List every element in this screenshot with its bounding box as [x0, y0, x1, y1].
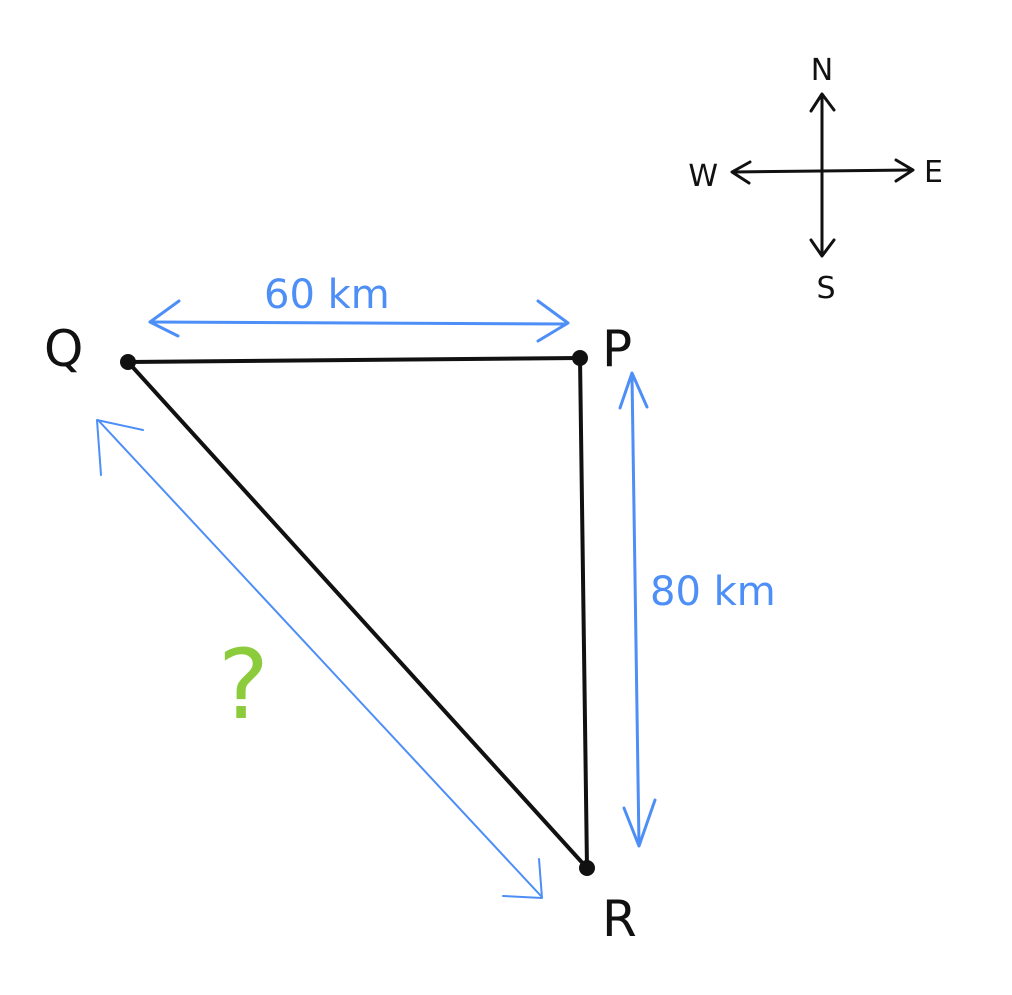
compass-south-arrowhead: [809, 238, 836, 258]
side-qp: [126, 356, 582, 364]
measure-arrow-pr: [618, 371, 657, 848]
measure-arrow-qr: [96, 419, 543, 899]
side-qr: [126, 360, 589, 870]
measure-label-pr: 80 km: [650, 569, 776, 615]
compass-east-label: E: [924, 155, 943, 190]
compass-west-label: W: [688, 159, 718, 194]
triangle: [126, 356, 589, 870]
vertex-q-label: Q: [44, 320, 83, 378]
measure-arrow-qp: [148, 299, 570, 343]
measure-label-qp: 60 km: [264, 272, 390, 318]
vertex-r-point: [579, 860, 595, 876]
compass-rose: [730, 92, 915, 258]
vertex-r-label: R: [602, 890, 637, 948]
vertex-p-point: [572, 350, 588, 366]
compass-west-arrowhead: [730, 160, 752, 185]
side-pr: [578, 356, 589, 870]
compass-east-arrowhead: [894, 158, 915, 183]
vertex-q-point: [120, 354, 136, 370]
compass-horizontal-axis: [731, 168, 914, 174]
compass-north-arrowhead: [809, 92, 836, 113]
compass-south-label: S: [816, 271, 835, 306]
compass-north-label: N: [811, 53, 833, 88]
unknown-distance-label: ?: [218, 629, 269, 741]
vertex-p-label: P: [602, 320, 632, 378]
